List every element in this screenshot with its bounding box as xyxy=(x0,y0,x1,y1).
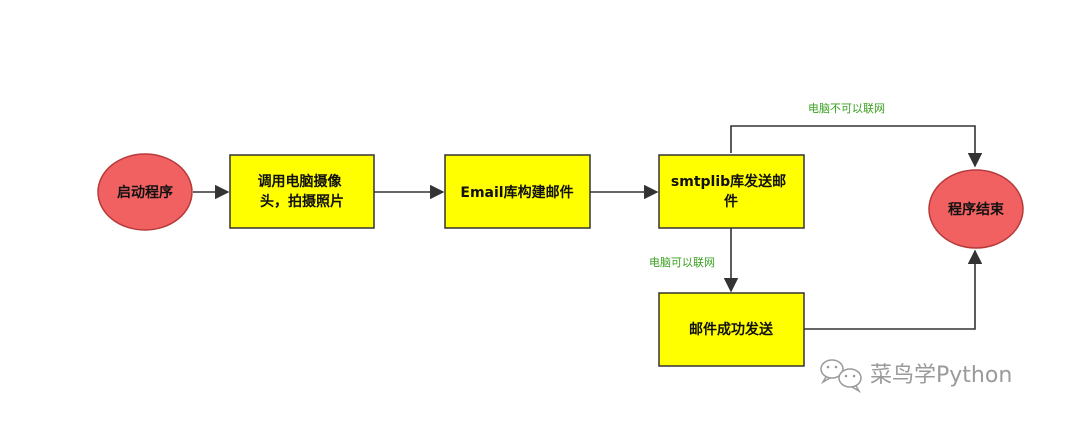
node-end-label: 程序结束 xyxy=(948,201,1005,218)
node-capture-label-line2: 头，拍摄照片 xyxy=(260,193,344,210)
node-success: 邮件成功发送 xyxy=(658,292,805,367)
node-capture: 调用电脑摄像 头，拍摄照片 xyxy=(229,154,375,229)
node-end: 程序结束 xyxy=(928,169,1024,249)
node-send-label-line2: 件 xyxy=(724,193,738,210)
edge-send-to-end-offline xyxy=(730,125,983,168)
node-start-label: 启动程序 xyxy=(117,184,173,201)
node-send: smtplib库发送邮 件 xyxy=(658,154,805,229)
wechat-icon xyxy=(820,359,862,394)
node-build-email-label: Email库构建邮件 xyxy=(460,184,573,201)
node-start: 启动程序 xyxy=(97,153,193,231)
node-capture-label-line1: 调用电脑摄像 xyxy=(258,173,343,190)
edge-label-offline: 电脑不可以联网 xyxy=(808,102,885,115)
svg-text:调用电脑摄像 头，拍摄照片: 调用电脑摄像 头，拍摄照片 xyxy=(258,173,347,210)
edge-success-to-end xyxy=(804,249,983,330)
node-send-label-line1: smtplib库发送邮 xyxy=(671,173,786,190)
edge-label-online: 电脑可以联网 xyxy=(649,256,715,269)
svg-text:smtplib库发送邮 件: smtplib库发送邮 件 xyxy=(671,173,791,210)
node-success-label: 邮件成功发送 xyxy=(689,321,774,338)
edges xyxy=(193,125,983,330)
node-build-email: Email库构建邮件 xyxy=(444,154,591,229)
watermark: 菜鸟学Python xyxy=(820,359,1012,394)
watermark-text: 菜鸟学Python xyxy=(870,363,1012,388)
